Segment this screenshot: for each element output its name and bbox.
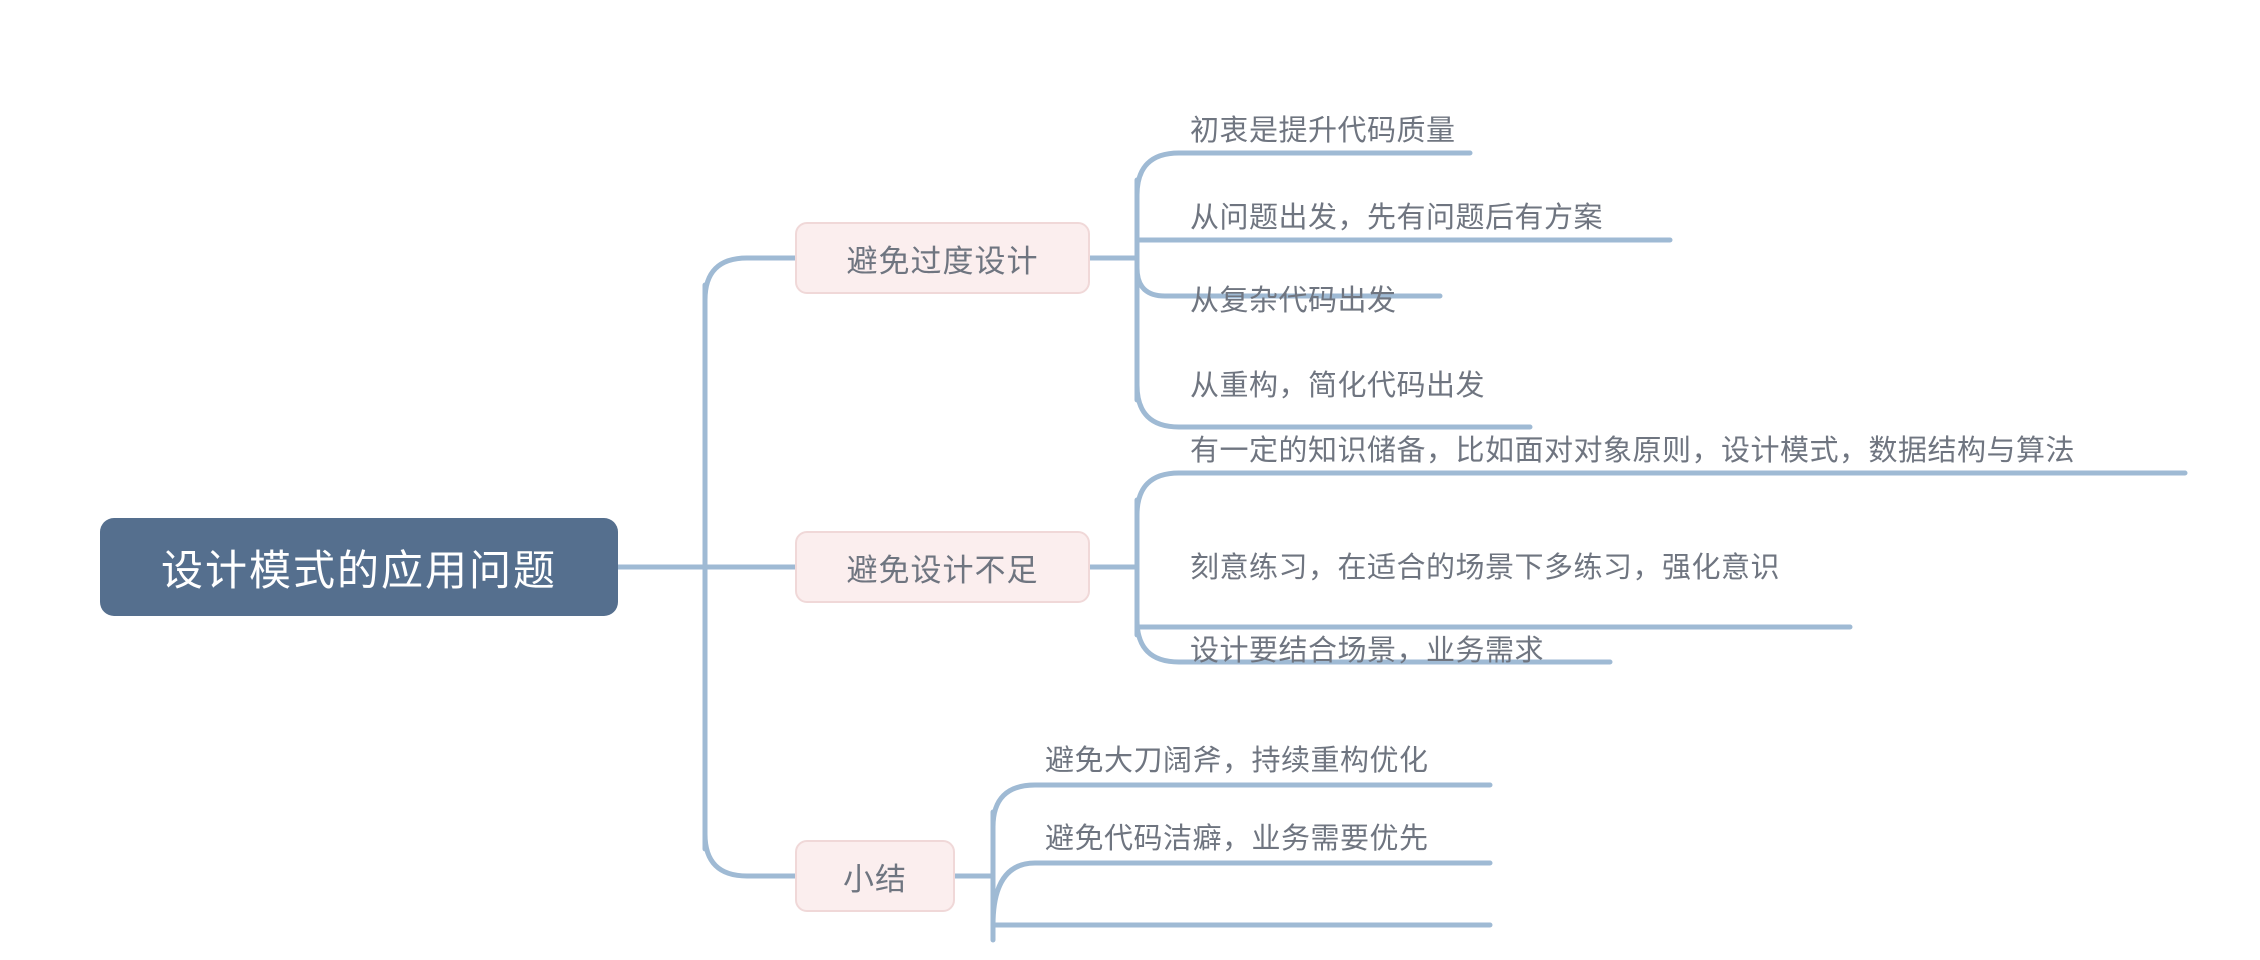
branch-node-2[interactable]: 避免设计不足: [795, 531, 1090, 603]
branch-2-leaf-2[interactable]: 刻意练习，在适合的场景下多练习，强化意识: [1190, 542, 1860, 588]
branch-node-3-label: 小结: [843, 861, 907, 897]
branch-1-leaf-1[interactable]: 初衷是提升代码质量: [1190, 105, 1490, 151]
branch-2-leaf-1[interactable]: 有一定的知识储备，比如面对对象原则，设计模式，数据结构与算法: [1190, 425, 2190, 471]
branch-node-3[interactable]: 小结: [795, 840, 955, 912]
branch-node-1[interactable]: 避免过度设计: [795, 222, 1090, 294]
branch-2-leaf-3[interactable]: 设计要结合场景，业务需求: [1190, 625, 1620, 671]
branch-2-leaf-1-label: 有一定的知识储备，比如面对对象原则，设计模式，数据结构与算法: [1190, 435, 2076, 467]
connector-branch-1-leaf-1: [1134, 150, 1473, 198]
connector-branch-2-leaf-1: [1134, 470, 2188, 518]
branch-1-leaf-2-label: 从问题出发，先有问题后有方案: [1190, 202, 1604, 234]
branch-1-leaf-4-label: 从重构，简化代码出发: [1190, 370, 1486, 402]
branch-3-leaf-1[interactable]: 避免大刀阔斧，持续重构优化: [1045, 735, 1495, 781]
branch-3-leaf-2-label: 避免代码洁癖，业务需要优先: [1045, 823, 1429, 855]
branch-1-leaf-3[interactable]: 从复杂代码出发: [1190, 275, 1450, 321]
connector-trunk-to-branch-3: [702, 831, 798, 879]
branch-3-leaf-1-label: 避免大刀阔斧，持续重构优化: [1045, 745, 1429, 777]
connector-branch-3-leaf-2: [990, 860, 1493, 928]
branch-2-leaf-3-label: 设计要结合场景，业务需求: [1190, 635, 1545, 667]
root-node[interactable]: 设计模式的应用问题: [100, 518, 618, 616]
branch-2-leaf-2-label: 刻意练习，在适合的场景下多练习，强化意识: [1190, 552, 1781, 584]
branch-node-2-label: 避免设计不足: [846, 552, 1039, 588]
branch-1-leaf-4[interactable]: 从重构，简化代码出发: [1190, 360, 1540, 406]
root-node-label: 设计模式的应用问题: [160, 546, 557, 594]
branch-1-leaf-1-label: 初衷是提升代码质量: [1190, 115, 1456, 147]
branch-node-1-label: 避免过度设计: [846, 243, 1039, 279]
branch-1-leaf-3-label: 从复杂代码出发: [1190, 285, 1397, 317]
connector-trunk-to-branch-1: [702, 255, 798, 303]
branch-3-leaf-2[interactable]: 避免代码洁癖，业务需要优先: [1045, 813, 1495, 859]
branch-1-leaf-2[interactable]: 从问题出发，先有问题后有方案: [1190, 192, 1670, 238]
